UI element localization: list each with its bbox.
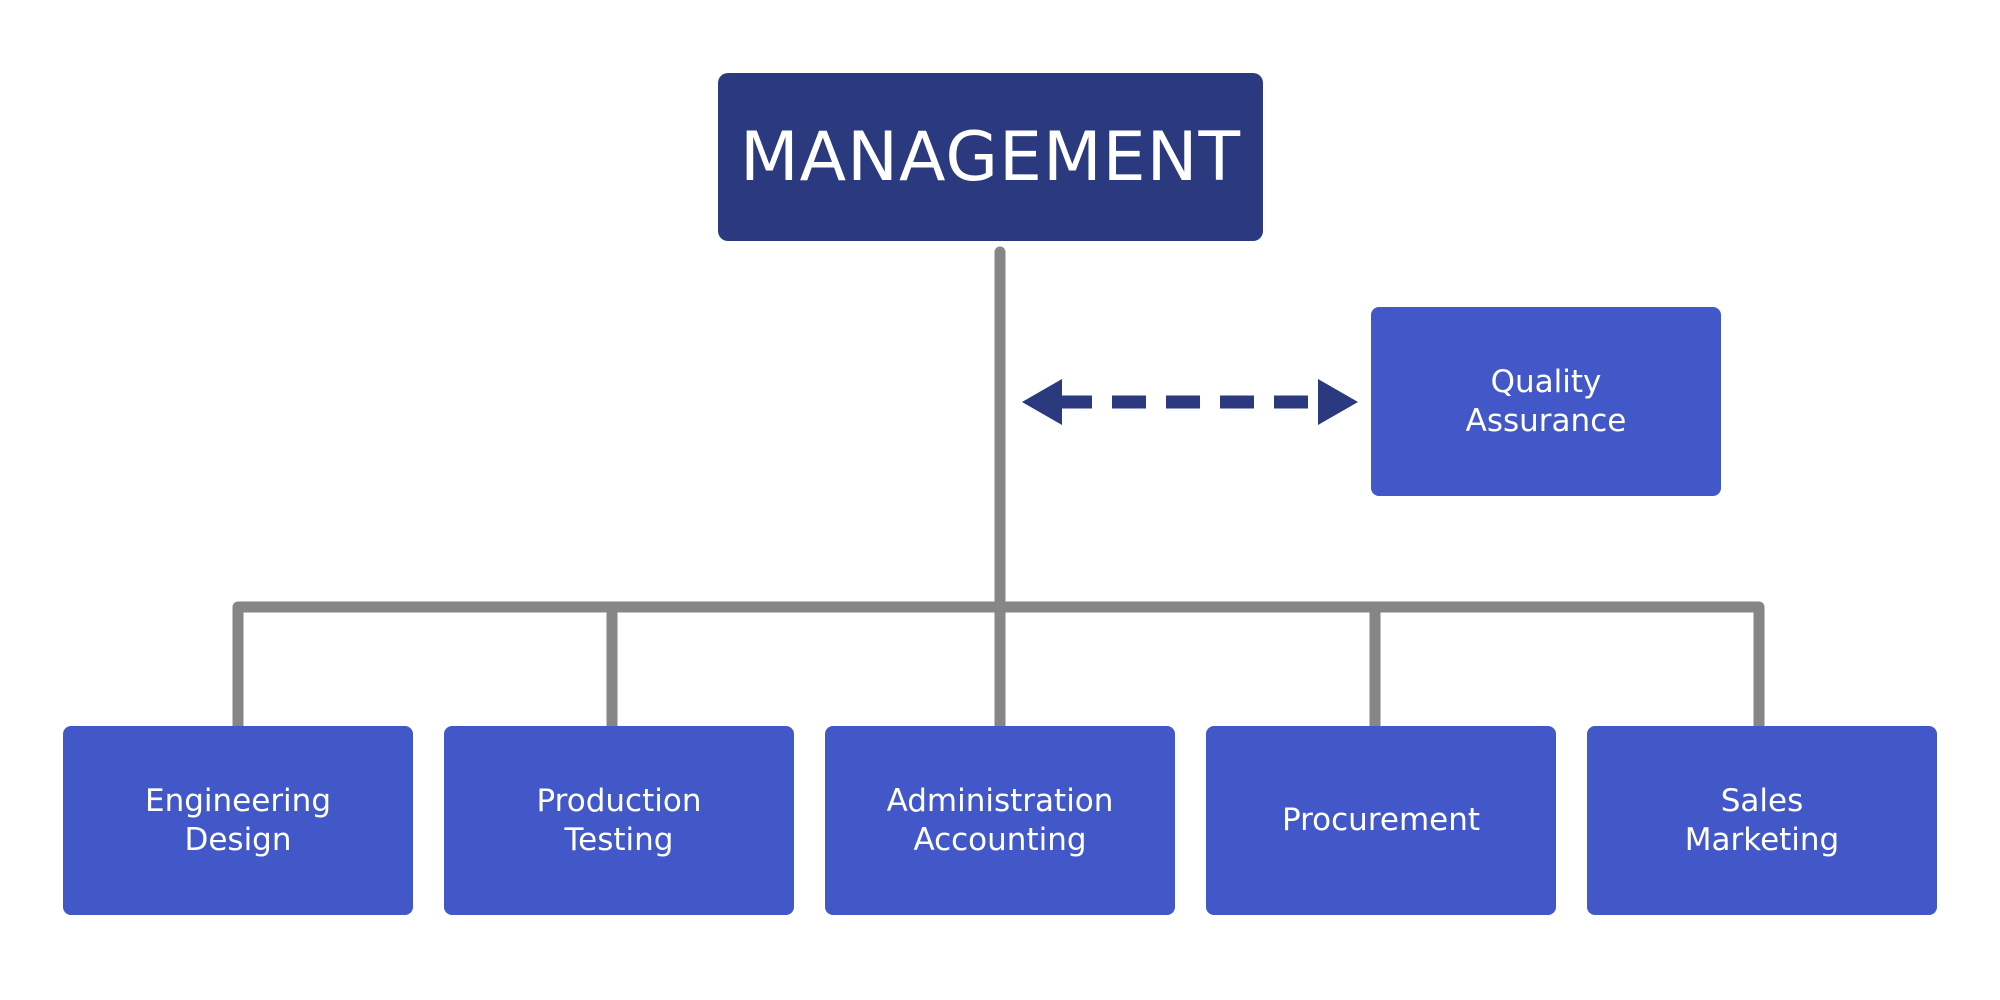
- department-box-engineering-design[interactable]: Engineering Design: [63, 726, 413, 915]
- arrowhead-left: [1022, 379, 1062, 425]
- management-box[interactable]: MANAGEMENT: [718, 73, 1263, 241]
- arrowhead-right: [1318, 379, 1358, 425]
- bidirectional-dashed-arrow: [1022, 379, 1358, 425]
- department-label: Production Testing: [536, 782, 702, 858]
- department-label: Administration Accounting: [886, 782, 1114, 858]
- department-label: Sales Marketing: [1684, 782, 1840, 858]
- quality-assurance-label: Quality Assurance: [1465, 363, 1627, 439]
- department-box-administration-accounting[interactable]: Administration Accounting: [825, 726, 1175, 915]
- department-box-procurement[interactable]: Procurement: [1206, 726, 1556, 915]
- department-box-sales-marketing[interactable]: Sales Marketing: [1587, 726, 1937, 915]
- department-label: Engineering Design: [145, 782, 331, 858]
- management-label: MANAGEMENT: [739, 117, 1242, 197]
- quality-assurance-box[interactable]: Quality Assurance: [1371, 307, 1721, 496]
- department-box-production-testing[interactable]: Production Testing: [444, 726, 794, 915]
- department-label: Procurement: [1281, 802, 1481, 838]
